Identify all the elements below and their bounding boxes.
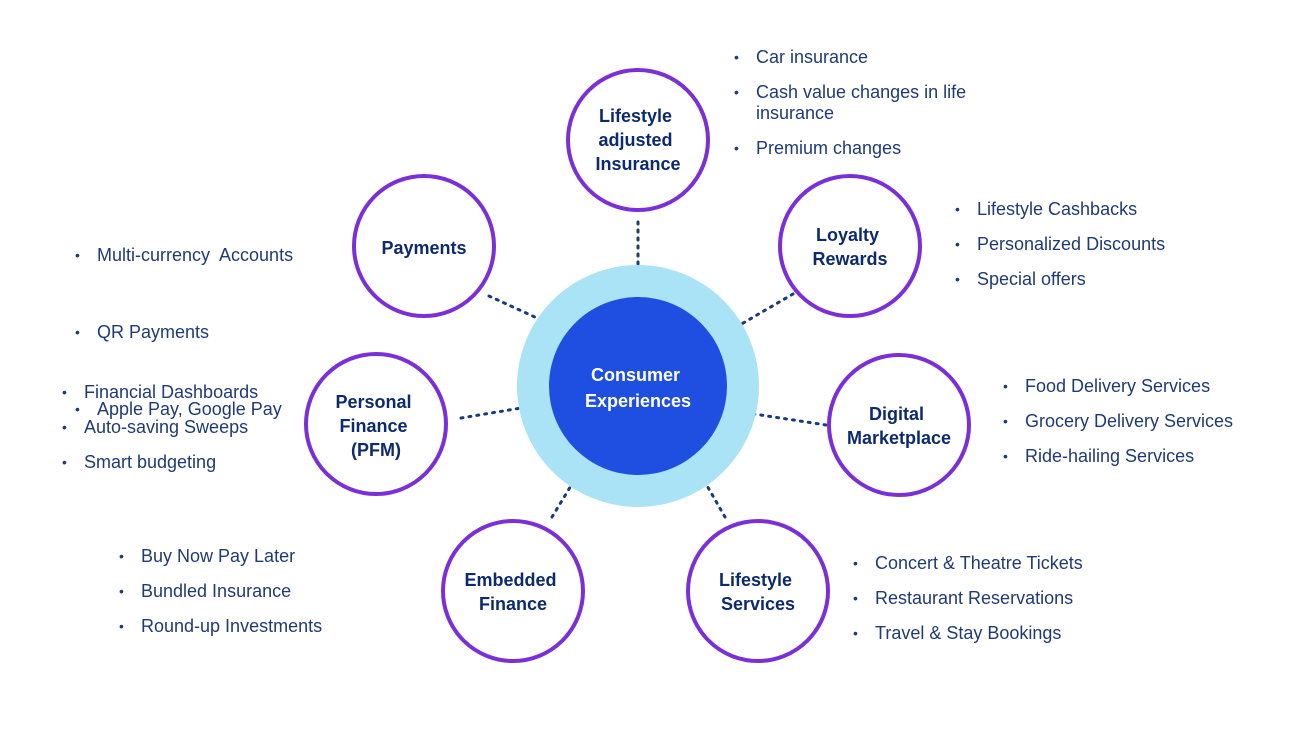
node-label-line: Marketplace [847, 428, 951, 448]
node-payments-ring [352, 174, 496, 318]
node-loyalty-label: Loyalty Rewards [812, 225, 887, 269]
center-label-line: Experiences [585, 391, 691, 411]
bullet-item: Premium changes [734, 138, 1004, 159]
bullets-marketplace: Food Delivery Services Grocery Delivery … [1003, 376, 1293, 481]
node-label-line: (PFM) [351, 440, 401, 460]
center-label-line: Consumer [591, 365, 680, 385]
center-label: Consumer Experiences [585, 365, 691, 411]
bullet-item: Grocery Delivery Services [1003, 411, 1293, 432]
node-label-line: adjusted [598, 130, 672, 150]
node-label-line: Services [721, 594, 795, 614]
bullet-item: Buy Now Pay Later [119, 546, 399, 567]
bullet-item: Multi-currency Accounts [75, 245, 345, 266]
node-loyalty-ring [778, 174, 922, 318]
bullets-embedded-finance: Buy Now Pay Later Bundled Insurance Roun… [119, 546, 399, 651]
bullet-item: Apple Pay, Google Pay [75, 399, 345, 420]
bullet-item: Financial Dashboards [62, 382, 322, 403]
bullet-item: Car insurance [734, 47, 1004, 68]
node-lifestyle-services: Lifestyle Services [686, 519, 830, 663]
node-insurance-label: Lifestyle adjusted Insurance [595, 106, 680, 174]
node-label-line: Personal [335, 392, 411, 412]
bullets-insurance: Car insurance Cash value changes in life… [734, 47, 1004, 173]
node-lifestyle-services-label: Lifestyle Services [719, 570, 797, 614]
center-circle [549, 297, 727, 475]
bullets-lifestyle-services: Concert & Theatre Tickets Restaurant Res… [853, 553, 1153, 658]
bullet-item: Concert & Theatre Tickets [853, 553, 1153, 574]
node-label-line: Digital [869, 404, 924, 424]
bullets-pfm: Financial Dashboards Auto-saving Sweeps … [62, 382, 322, 487]
node-label-line: Lifestyle [719, 570, 792, 590]
node-label-line: Embedded [464, 570, 556, 590]
node-payments: Payments [352, 174, 496, 318]
bullet-item: Auto-saving Sweeps [62, 417, 322, 438]
node-label-line: Finance [479, 594, 547, 614]
node-embedded-finance: Embedded Finance [441, 519, 585, 663]
bullet-item: Personalized Discounts [955, 234, 1255, 255]
node-embedded-finance-ring [441, 519, 585, 663]
bullet-item: Lifestyle Cashbacks [955, 199, 1255, 220]
bullet-item: Restaurant Reservations [853, 588, 1153, 609]
node-insurance-ring [566, 68, 710, 212]
bullet-item: Smart budgeting [62, 452, 322, 473]
bullet-item: Round-up Investments [119, 616, 399, 637]
node-payments-label: Payments [381, 238, 466, 258]
bullet-item: Food Delivery Services [1003, 376, 1293, 397]
node-lifestyle-services-ring [686, 519, 830, 663]
bullets-loyalty: Lifestyle Cashbacks Personalized Discoun… [955, 199, 1255, 304]
bullet-item: Ride-hailing Services [1003, 446, 1293, 467]
node-embedded-finance-label: Embedded Finance [464, 570, 561, 614]
node-label-line: Lifestyle [599, 106, 672, 126]
node-loyalty: Loyalty Rewards [778, 174, 922, 318]
bullet-item: Travel & Stay Bookings [853, 623, 1153, 644]
node-label-line: Finance [339, 416, 407, 436]
node-pfm-label: Personal Finance (PFM) [335, 392, 416, 460]
bullet-item: Cash value changes in life insurance [734, 82, 1004, 124]
bullet-item: Bundled Insurance [119, 581, 399, 602]
bullets-payments: Multi-currency Accounts QR Payments Appl… [75, 203, 345, 455]
node-marketplace: Digital Marketplace [827, 353, 971, 497]
node-label-line: Insurance [595, 154, 680, 174]
node-insurance: Lifestyle adjusted Insurance [566, 68, 710, 212]
bullet-item: QR Payments [75, 322, 345, 343]
node-marketplace-ring [827, 353, 971, 497]
bullet-item: Special offers [955, 269, 1255, 290]
node-marketplace-label: Digital Marketplace [847, 404, 951, 448]
node-label-line: Loyalty [816, 225, 879, 245]
node-label-line: Payments [381, 238, 466, 258]
node-label-line: Rewards [812, 249, 887, 269]
connector-lifestyle-services [696, 468, 727, 519]
